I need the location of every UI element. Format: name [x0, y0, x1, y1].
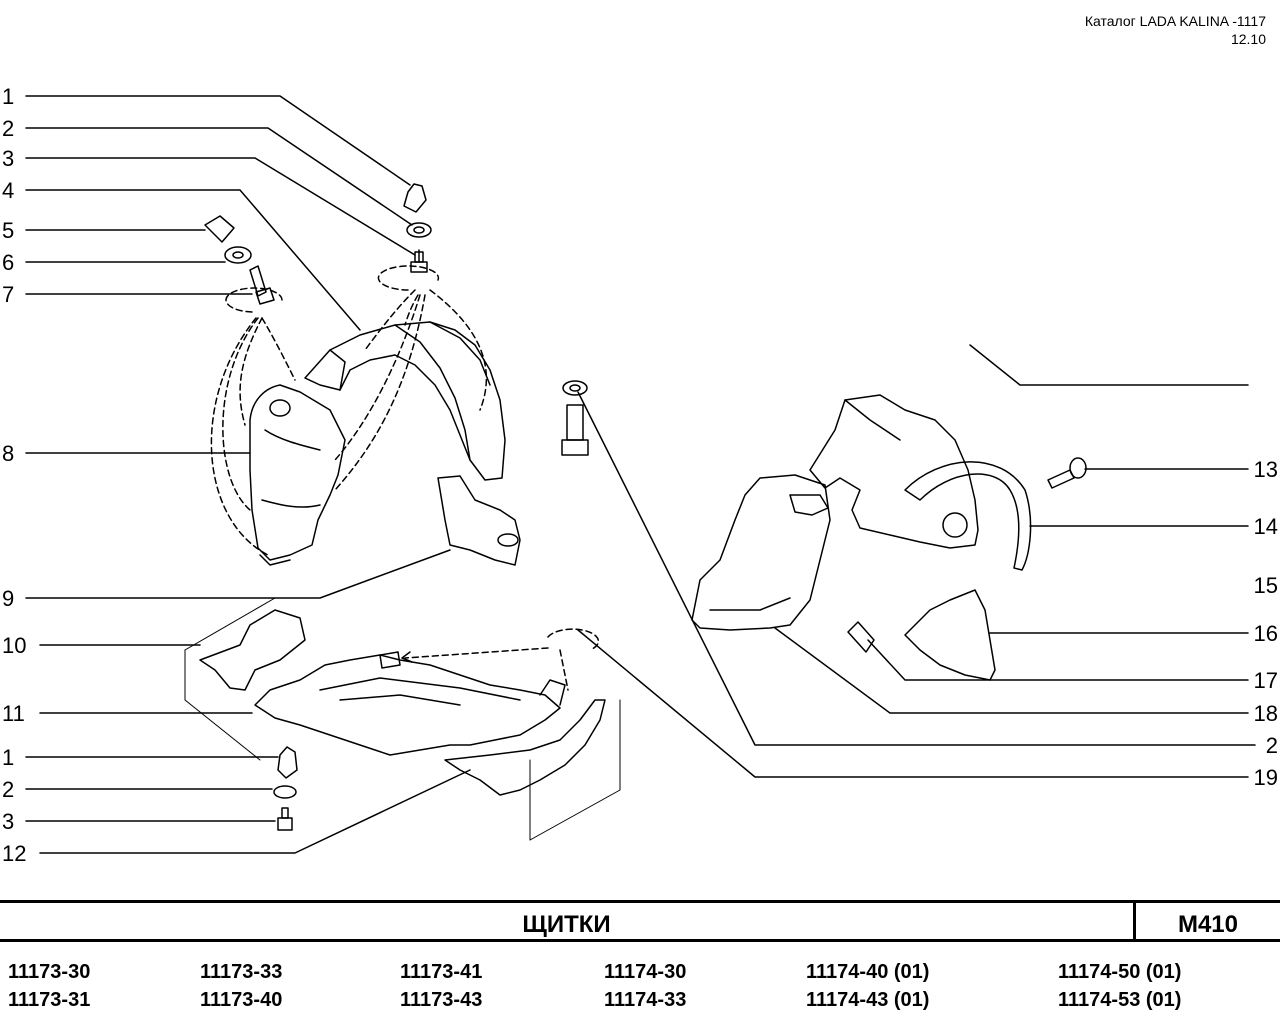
callout-9: 9: [2, 586, 15, 611]
callout-4: 4: [2, 178, 15, 203]
part-18-rear-shield: [691, 474, 831, 631]
callout-19: 19: [1253, 765, 1278, 790]
callout-6: 6: [2, 250, 15, 275]
callout-12: 12: [2, 841, 27, 866]
model-code: 11174-33: [604, 989, 687, 1011]
callout-15: 15: [1253, 573, 1278, 598]
callout-3: 3: [2, 146, 15, 171]
callout-2: 2: [2, 116, 15, 141]
page-title: ЩИТКИ: [522, 911, 611, 938]
callout-7: 7: [2, 282, 15, 307]
catalog-date: 12.10: [1230, 31, 1266, 47]
model-code: 11174-53 (01): [1058, 989, 1182, 1011]
callout-1-bottom: 1: [2, 745, 15, 770]
leader-lines-left: [25, 95, 471, 854]
assembly-arrows-left: [210, 287, 296, 556]
fastener-group-left: [204, 215, 275, 305]
callout-14: 14: [1253, 514, 1278, 539]
parts-diagram: [25, 95, 1256, 854]
part-12-side-shield: [444, 699, 606, 796]
model-code: 11174-40 (01): [806, 961, 930, 983]
callout-17: 17: [1253, 668, 1278, 693]
part-10-front-bracket: [199, 609, 306, 691]
callout-5: 5: [2, 218, 15, 243]
callout-1: 1: [2, 84, 15, 109]
catalog-header: Каталог LADA KALINA -1117 12.10: [1085, 12, 1266, 48]
part-17-clip: [847, 621, 875, 653]
model-code: 11173-31: [8, 989, 91, 1011]
fastener-group-bottom: [273, 746, 298, 831]
model-code: 11174-50 (01): [1058, 961, 1182, 983]
callout-18: 18: [1253, 701, 1278, 726]
callout-11: 11: [2, 701, 25, 726]
part-13-screw: [1047, 457, 1087, 489]
engine-bay-outline: [184, 597, 621, 841]
part-11-engine-splash-shield: [254, 651, 566, 756]
title-bar: ЩИТКИ M410: [0, 900, 1280, 942]
fastener-group-top: [403, 183, 432, 273]
part-4-fender-liner: [304, 321, 506, 481]
assembly-arrows-top: [334, 265, 488, 491]
model-code: 11173-43: [400, 989, 483, 1011]
part-15-liner: [809, 394, 979, 549]
callout-3-bottom: 3: [2, 809, 15, 834]
part-16-mud-flap: [904, 589, 996, 681]
model-code: 11173-30: [8, 961, 91, 983]
catalog-title: Каталог LADA KALINA -1117: [1084, 13, 1266, 29]
callout-10: 10: [2, 633, 27, 658]
part-9-bracket: [437, 475, 521, 566]
page-code: M410: [1177, 911, 1239, 938]
leader-lines-right: [577, 344, 1256, 778]
callout-8: 8: [2, 441, 15, 466]
callout-2-right: 2: [1265, 733, 1278, 758]
callout-13: 13: [1253, 457, 1278, 482]
model-code: 11173-41: [400, 961, 483, 983]
model-code: 11174-30: [604, 961, 687, 983]
callout-2-bottom: 2: [2, 777, 15, 802]
title-divider: [1133, 903, 1136, 939]
part-8-wheel-arch-shield: [249, 384, 346, 566]
fastener-group-19: [401, 380, 600, 691]
model-code: 11173-33: [200, 961, 283, 983]
part-14-arch-trim: [904, 461, 1032, 571]
model-code: 11174-43 (01): [806, 989, 930, 1011]
model-code: 11173-40: [200, 989, 283, 1011]
callout-16: 16: [1253, 621, 1278, 646]
